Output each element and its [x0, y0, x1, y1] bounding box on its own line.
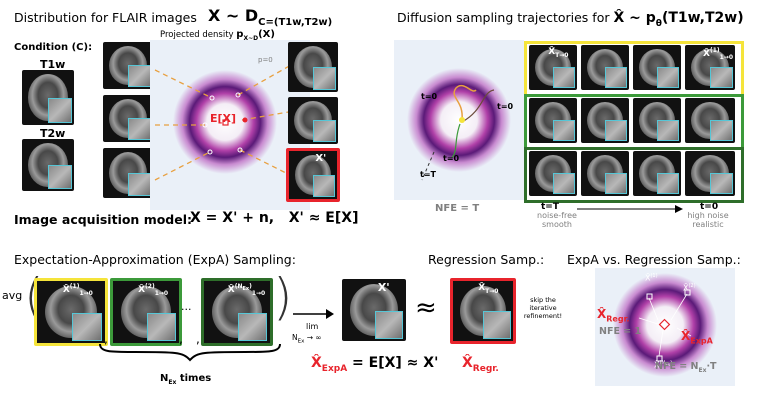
comparison-regr-label: X̂Regr. — [597, 307, 630, 324]
projected-density-label: Projected density pX~D(X) — [160, 29, 275, 42]
pt2-label: X̂(2) — [683, 283, 696, 293]
acquisition-title: Image acquisition model: — [14, 212, 193, 227]
distribution-formula: X ~ DC=(T1w,T2w) — [208, 6, 333, 29]
row3-img-4 — [685, 151, 735, 196]
t0-label-a: t=0 — [421, 92, 438, 101]
skip-note: skip the iterative refinement! — [523, 296, 563, 320]
pt3-label: X̂(NEx) — [654, 360, 673, 370]
expa-title: Expectation-Approximation (ExpA) Samplin… — [14, 252, 296, 267]
comparison-title: ExpA vs. Regression Samp.: — [567, 252, 741, 267]
arrow-right-label: t=0 — [700, 202, 719, 212]
comparison-expa-label: X̂ExpA — [681, 329, 713, 346]
distribution-title: Distribution for FLAIR images — [14, 10, 197, 25]
avg-label: avg — [2, 289, 23, 302]
row2-img-4 — [685, 98, 735, 143]
brace-label: NEx times — [160, 373, 212, 386]
t0-label-b: t=0 — [497, 102, 514, 111]
flair-sample-2 — [103, 95, 153, 142]
flair-xprime: X' — [286, 148, 340, 202]
expa-sample-2: X̂(2)1→0 — [110, 278, 182, 346]
t1w-image — [22, 70, 74, 125]
p0-label: p=0 — [258, 56, 273, 64]
pt1-label: X̂(1) — [645, 273, 658, 283]
flair-sample-4 — [288, 42, 338, 92]
t0-label-c: t=0 — [443, 154, 460, 163]
row3-img-3 — [633, 151, 681, 196]
regression-result: X̂Regr. — [462, 355, 499, 374]
approx-symbol: ≈ — [415, 293, 437, 323]
expa-sample-3: X̂(NEx)1→0 — [201, 278, 273, 346]
brace — [99, 343, 281, 362]
comparison-plot — [595, 268, 735, 386]
acquisition-formula: X = X' + n, X' ≈ E[X] — [190, 210, 359, 226]
tT-label: t=T — [420, 170, 436, 179]
row3-img-2 — [581, 151, 629, 196]
trajectories-title: Diffusion sampling trajectories for X̂ ~… — [397, 10, 744, 29]
t1w-label: T1w — [40, 58, 66, 71]
nfe-label: NFE = T — [435, 203, 480, 214]
expa-sample-1: X̂(1)1→0 — [34, 278, 108, 346]
expa-result-formula: X̂ExpA = E[X] ≈ X' — [311, 355, 439, 374]
arrow-left-label: t=T — [541, 202, 559, 212]
row2-img-2 — [581, 98, 629, 143]
arrow-right-caption: high noise realistic — [687, 211, 729, 229]
flair-sample-5 — [288, 97, 338, 144]
lim-arrow — [293, 309, 334, 319]
ellipsis: ... — [181, 300, 192, 313]
expa-result-image: X' — [342, 279, 406, 341]
row1-img-3 — [633, 45, 681, 90]
arrow-left-caption: noise-free smooth — [537, 211, 577, 229]
row3-img-1 — [529, 151, 577, 196]
flair-sample-3 — [103, 148, 153, 198]
lim-label: lim — [306, 322, 319, 331]
right-paren: ) — [273, 268, 293, 326]
time-arrow — [577, 205, 683, 213]
regression-title: Regression Samp.: — [428, 252, 545, 267]
nfe1-label: NFE = 1 — [599, 326, 642, 337]
nfe2-label: NFE = NEx·T — [655, 361, 717, 374]
t2w-label: T2w — [40, 127, 66, 140]
flair-sample-1 — [103, 42, 153, 89]
expectation-label: E[X] — [210, 112, 237, 125]
row2-img-3 — [633, 98, 681, 143]
regression-image: X̂T→0 — [450, 278, 516, 344]
row1-img-2 — [581, 45, 629, 90]
row2-img-1 — [529, 98, 577, 143]
condition-label: Condition (C): — [14, 42, 93, 53]
lim-sub: NEx → ∞ — [292, 333, 322, 345]
row1-img-1: X̂T→0 — [529, 45, 577, 90]
trajectory-plot — [394, 40, 524, 200]
t2w-image — [22, 139, 74, 191]
row1-img-4: X̂(1)1→0 — [685, 45, 735, 90]
